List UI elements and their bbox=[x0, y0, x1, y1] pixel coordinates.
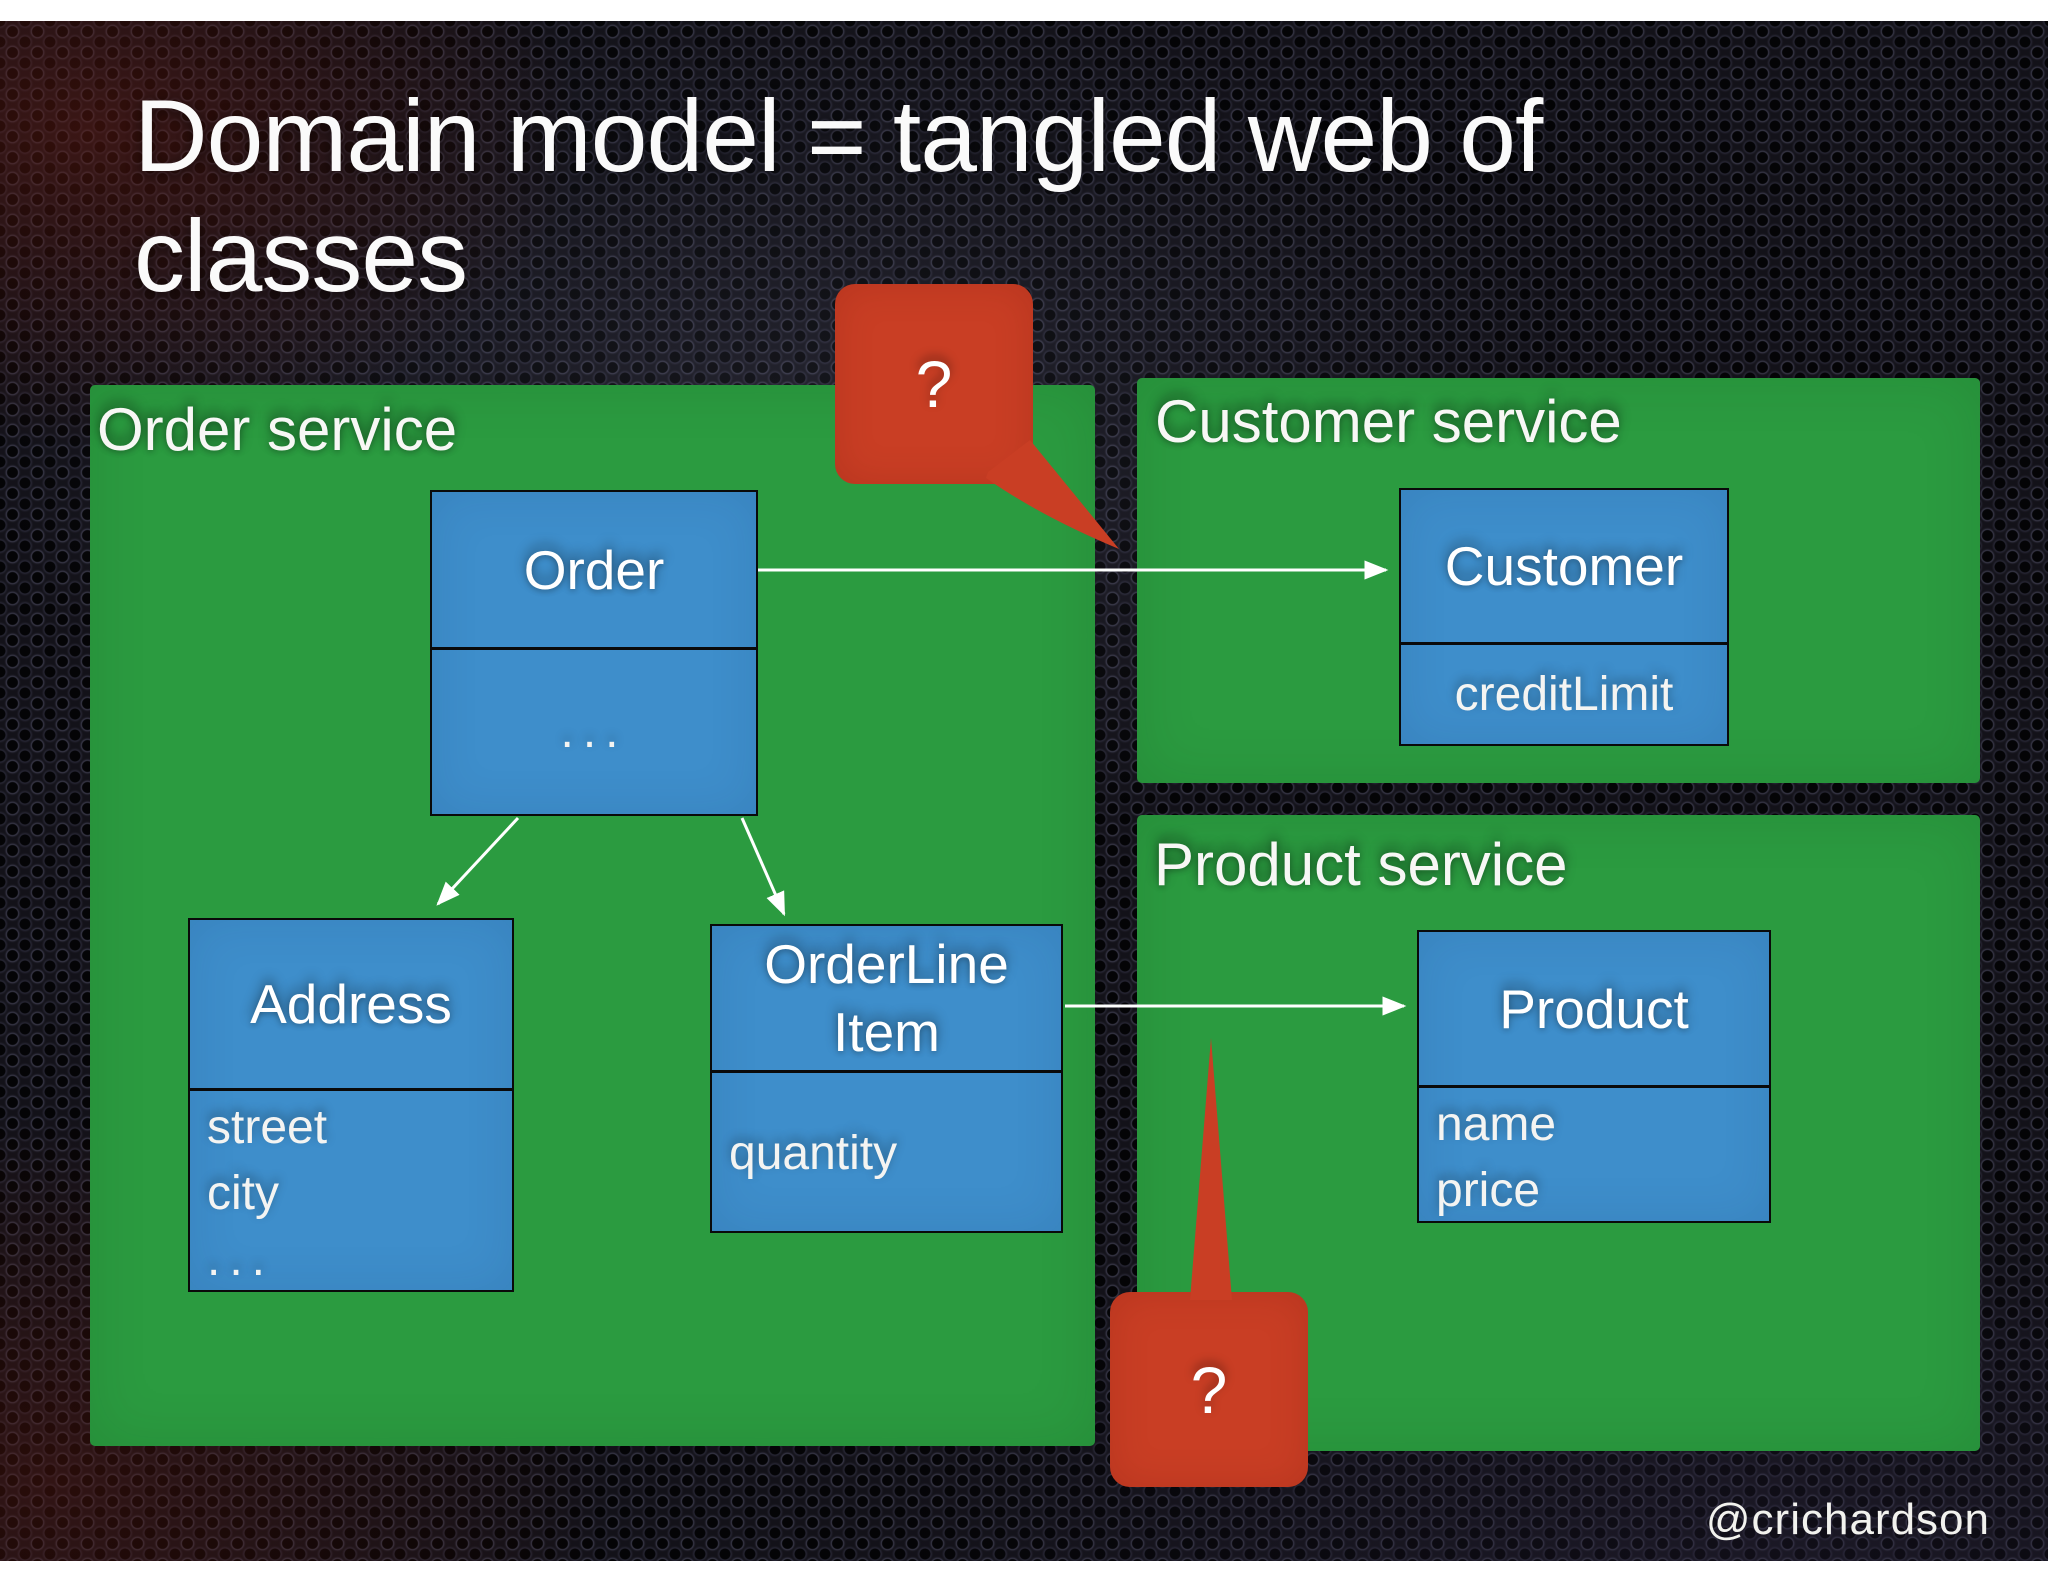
class-attr-address-street: street bbox=[207, 1101, 328, 1154]
callout-question-top: ? bbox=[835, 284, 1033, 484]
class-attr-product-name: name bbox=[1436, 1098, 1557, 1151]
class-title-orderlineitem-line2: Item bbox=[833, 1001, 940, 1063]
class-attr-product-price: price bbox=[1436, 1164, 1541, 1217]
class-box-product: Product name price bbox=[1417, 930, 1771, 1223]
question-mark-top: ? bbox=[915, 347, 953, 421]
class-attr-address-ellipsis: ... bbox=[207, 1233, 275, 1286]
class-box-orderlineitem: OrderLine Item quantity bbox=[710, 924, 1063, 1233]
class-box-order: Order ... bbox=[430, 490, 758, 816]
slide-title-line1: Domain model = tangled web of bbox=[134, 79, 1543, 193]
slide-title-line2: classes bbox=[134, 199, 468, 313]
class-box-address: Address street city ... bbox=[188, 918, 514, 1292]
class-attr-customer-creditlimit: creditLimit bbox=[1454, 667, 1674, 721]
service-label-product: Product service bbox=[1154, 831, 1568, 898]
question-mark-bottom: ? bbox=[1190, 1352, 1228, 1427]
class-title-order: Order bbox=[432, 492, 756, 650]
service-label-customer: Customer service bbox=[1155, 388, 1622, 455]
class-title-address: Address bbox=[190, 920, 512, 1091]
service-label-order: Order service bbox=[97, 396, 458, 463]
callout-question-bottom: ? bbox=[1110, 1292, 1308, 1487]
class-attr-orderlineitem-quantity: quantity bbox=[729, 1127, 898, 1180]
class-attr-order-ellipsis: ... bbox=[560, 705, 628, 758]
class-title-orderlineitem-line1: OrderLine bbox=[764, 933, 1009, 995]
class-attr-address-city: city bbox=[207, 1167, 279, 1220]
class-title-product: Product bbox=[1419, 932, 1769, 1088]
class-box-customer: Customer creditLimit bbox=[1399, 488, 1729, 746]
class-title-customer: Customer bbox=[1401, 490, 1727, 645]
author-handle: @crichardson bbox=[1705, 1495, 1990, 1544]
